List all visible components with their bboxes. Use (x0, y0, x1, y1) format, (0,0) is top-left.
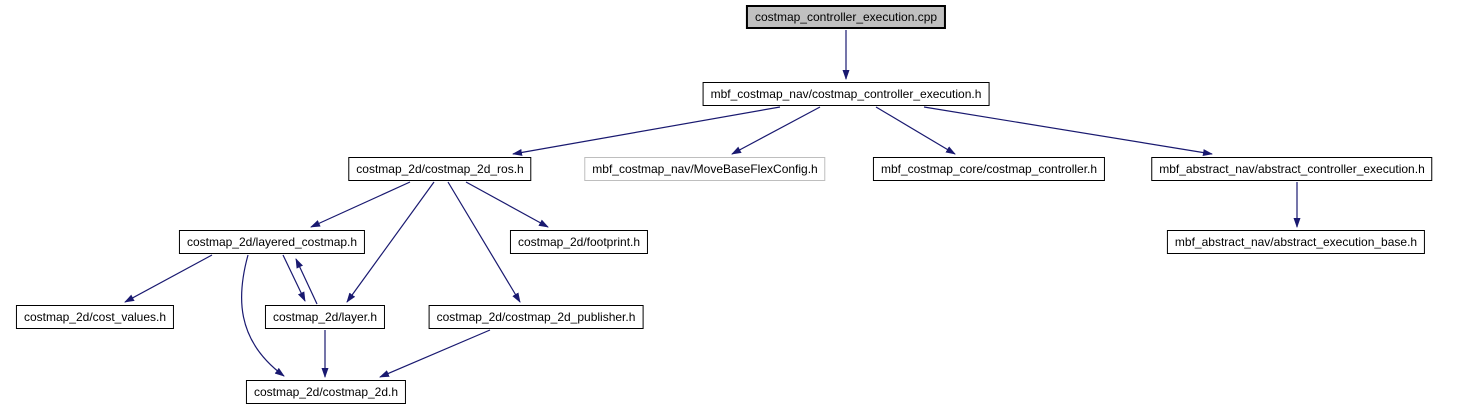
edge-costmap-2d-layered-costmap-h-to-costmap-2d-layer-h (282, 254, 306, 302)
node-mbf-costmap-nav-costmap-controller-execution-h[interactable]: mbf_costmap_nav/costmap_controller_execu… (702, 82, 990, 106)
node-costmap-2d-layered-costmap-h[interactable]: costmap_2d/layered_costmap.h (178, 230, 366, 254)
edge-costmap-2d-costmap-2d-publisher-h-to-costmap-2d-costmap-2d-h (379, 329, 491, 378)
edge-costmap-2d-layer-h-to-costmap-2d-layered-costmap-h (295, 258, 318, 305)
edge-mbf-costmap-nav-costmap-controller-execution-h-to-mbf-costmap-nav-movebaseflexconfig-h (731, 106, 821, 155)
node-costmap-controller-execution-cpp: costmap_controller_execution.cpp (745, 5, 947, 29)
node-costmap-2d-footprint-h[interactable]: costmap_2d/footprint.h (509, 230, 649, 254)
edge-mbf-costmap-nav-costmap-controller-execution-h-to-costmap-2d-costmap-2d-ros-h (512, 106, 781, 156)
node-costmap-2d-costmap-2d-publisher-h[interactable]: costmap_2d/costmap_2d_publisher.h (428, 305, 644, 329)
edge-costmap-2d-costmap-2d-ros-h-to-costmap-2d-footprint-h (465, 181, 549, 228)
node-mbf-costmap-core-costmap-controller-h[interactable]: mbf_costmap_core/costmap_controller.h (872, 157, 1106, 181)
edge-costmap-2d-costmap-2d-ros-h-to-costmap-2d-costmap-2d-publisher-h (447, 181, 521, 303)
edge-costmap-2d-layered-costmap-h-to-costmap-2d-costmap-2d-h (241, 254, 285, 377)
edge-costmap-2d-costmap-2d-ros-h-to-costmap-2d-layered-costmap-h (310, 181, 411, 228)
node-mbf-abstract-nav-abstract-execution-base-h[interactable]: mbf_abstract_nav/abstract_execution_base… (1166, 230, 1426, 254)
node-costmap-2d-costmap-2d-ros-h[interactable]: costmap_2d/costmap_2d_ros.h (348, 157, 532, 181)
node-costmap-2d-cost-values-h[interactable]: costmap_2d/cost_values.h (15, 305, 175, 329)
node-mbf-costmap-nav-movebaseflexconfig-h: mbf_costmap_nav/MoveBaseFlexConfig.h (584, 157, 826, 181)
edge-costmap-2d-layered-costmap-h-to-costmap-2d-cost-values-h (124, 254, 213, 303)
edge-mbf-costmap-nav-costmap-controller-execution-h-to-mbf-costmap-core-costmap-controller-h (875, 106, 956, 155)
node-mbf-abstract-nav-abstract-controller-execution-h[interactable]: mbf_abstract_nav/abstract_controller_exe… (1151, 157, 1433, 181)
edge-costmap-2d-costmap-2d-ros-h-to-costmap-2d-layer-h (346, 181, 435, 303)
node-costmap-2d-layer-h[interactable]: costmap_2d/layer.h (264, 305, 386, 329)
edge-mbf-costmap-nav-costmap-controller-execution-h-to-mbf-abstract-nav-abstract-controller-execution-h (923, 106, 1213, 157)
node-costmap-2d-costmap-2d-h[interactable]: costmap_2d/costmap_2d.h (245, 380, 407, 404)
